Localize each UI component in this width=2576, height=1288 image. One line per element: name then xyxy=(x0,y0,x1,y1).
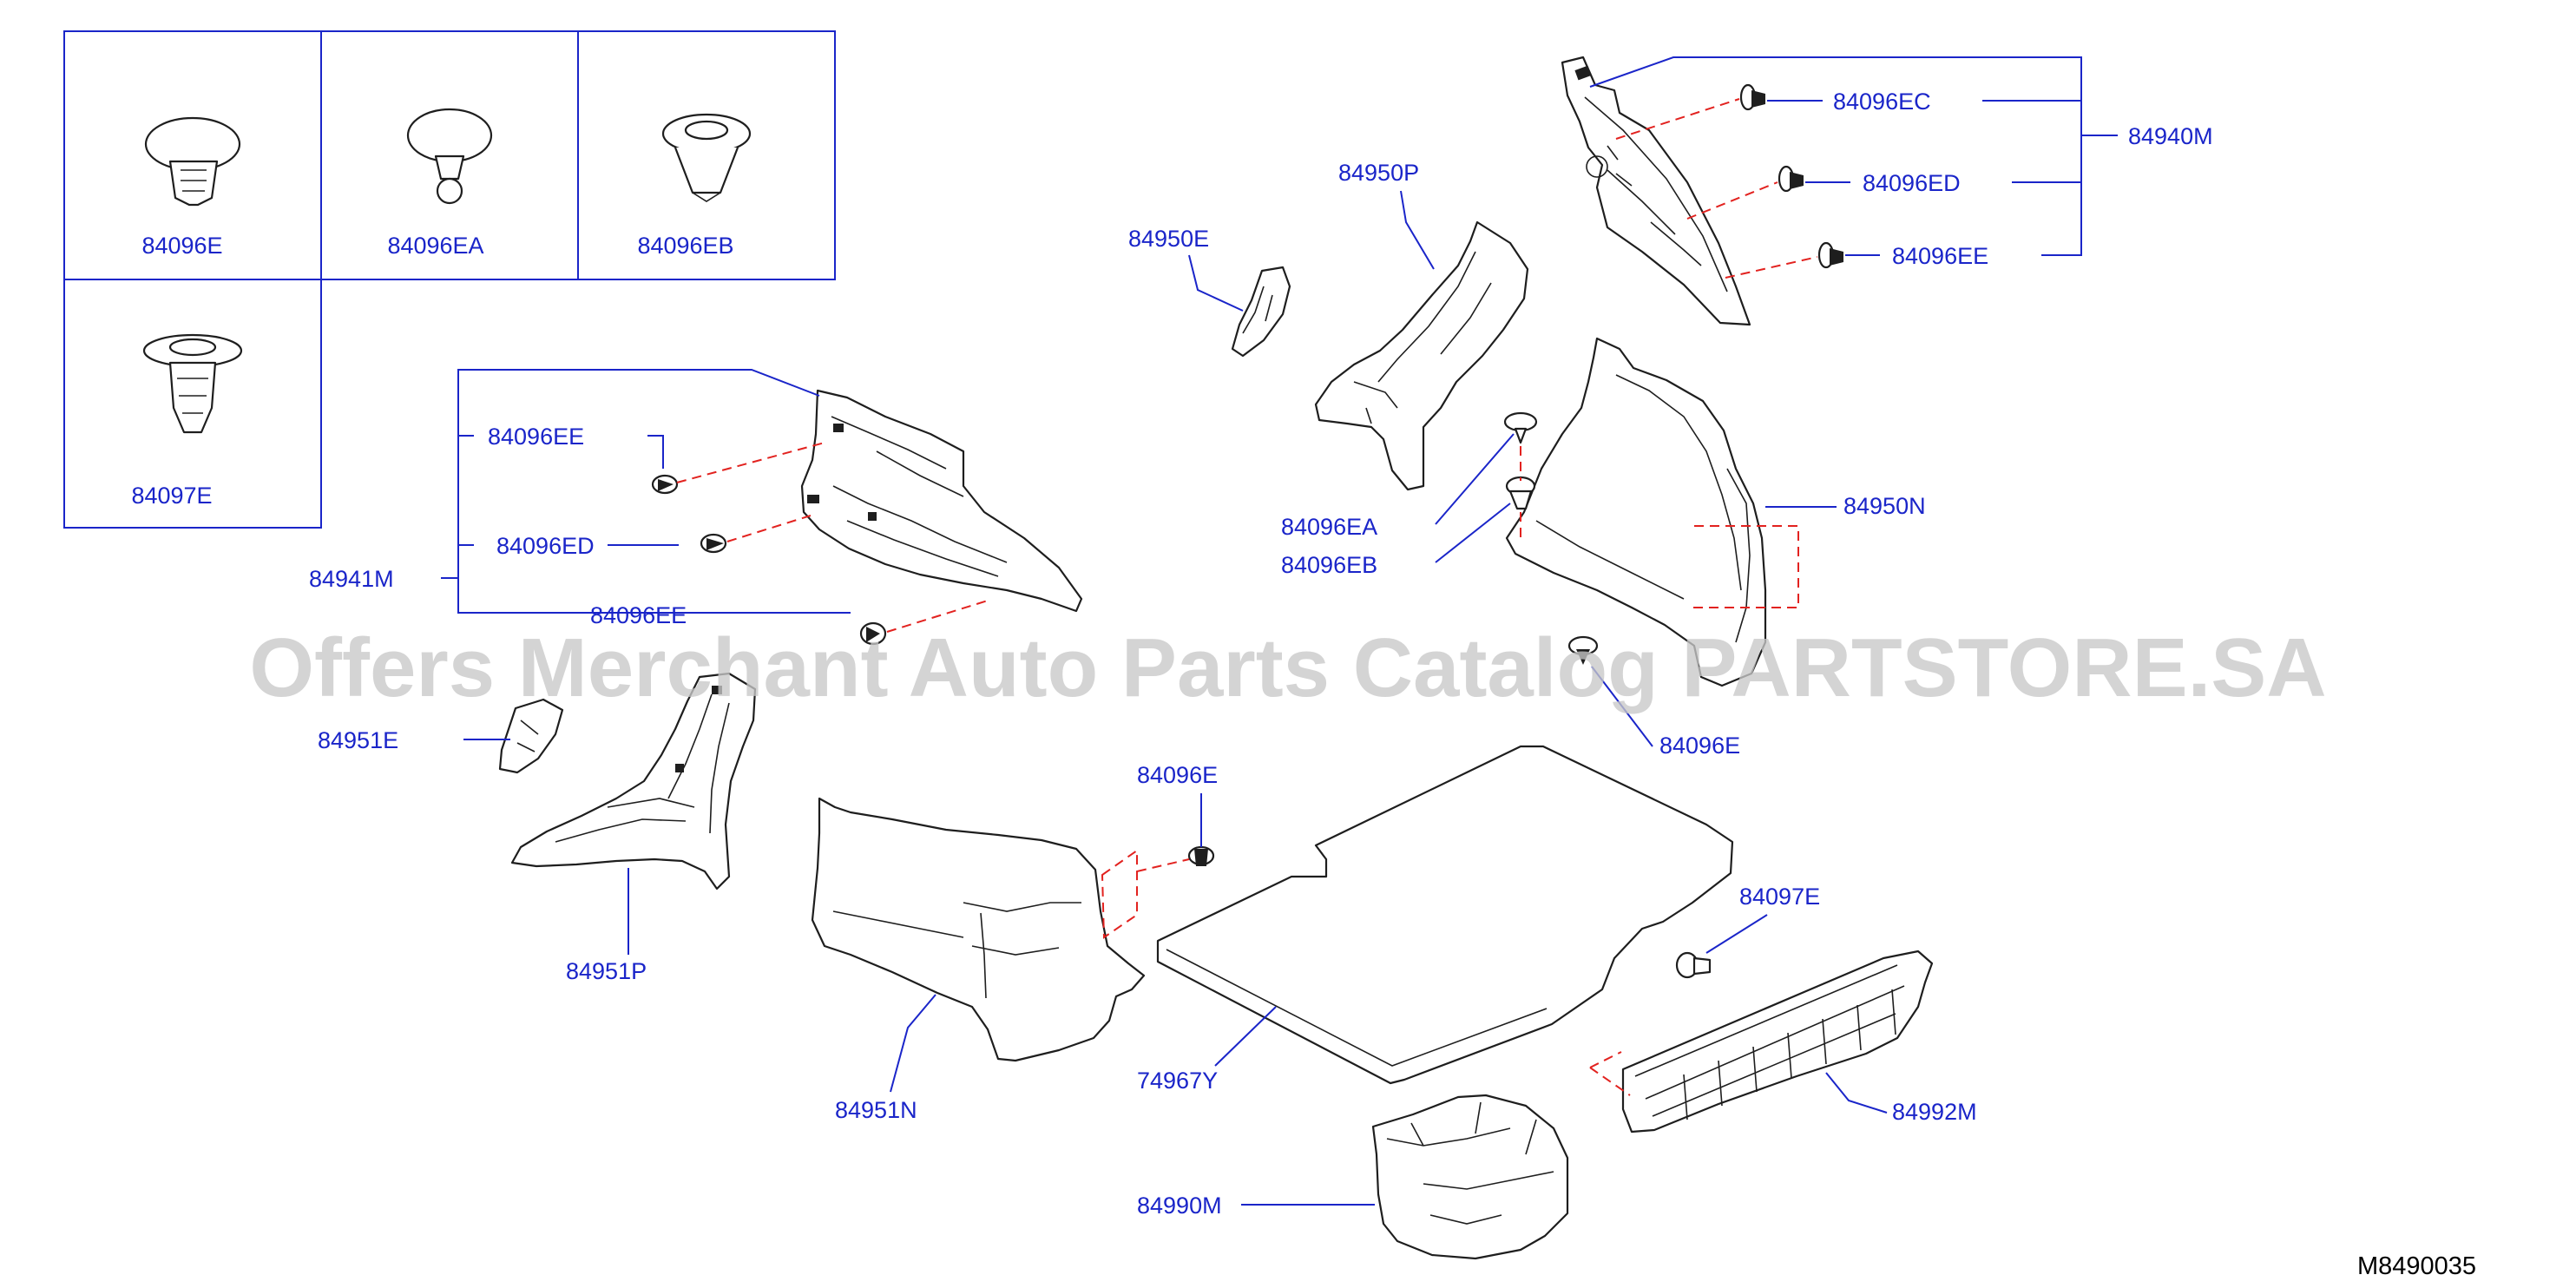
label-84096ED-right: 84096ED xyxy=(1863,170,1961,196)
clip-label-84096EA: 84096EA xyxy=(387,233,483,259)
label-84990M: 84990M xyxy=(1137,1193,1222,1219)
clip-84097E-bottom[interactable] xyxy=(1675,951,1712,979)
label-84096EE-left-bottom: 84096EE xyxy=(590,602,687,628)
label-84096ED-left: 84096ED xyxy=(496,533,595,559)
label-84951N: 84951N xyxy=(835,1097,917,1123)
clip-84096E-right[interactable] xyxy=(1567,635,1599,665)
legend-box-top-row xyxy=(63,30,836,280)
trim-84951P-panel[interactable] xyxy=(510,672,757,890)
trim-84950E-piece[interactable] xyxy=(1231,266,1291,358)
clip-84096EE-right[interactable] xyxy=(1817,241,1843,269)
label-84951E: 84951E xyxy=(318,727,398,753)
trunk-mat-74967Y: 74967Y xyxy=(1137,745,1734,1094)
label-84096E-right: 84096E xyxy=(1659,733,1740,759)
label-74967Y: 74967Y xyxy=(1137,1068,1218,1094)
clip-84097E-icon[interactable] xyxy=(142,333,243,434)
trim-84940M-assembly: 84096EC 84096ED 84096EE 84940M xyxy=(1561,56,2213,326)
sill-84992M-assembly: 84992M 84097E xyxy=(1589,884,1977,1134)
clip-84096EA-icon[interactable] xyxy=(406,108,493,205)
trim-84950P-assembly: 84950P 84950E xyxy=(1128,160,1529,491)
diagram-reference-code: M8490035 xyxy=(2357,1252,2476,1280)
label-84096EE-right: 84096EE xyxy=(1892,243,1988,269)
label-84950P: 84950P xyxy=(1338,160,1419,186)
trim-84951N-panel[interactable] xyxy=(811,797,1146,1062)
label-84950E: 84950E xyxy=(1128,226,1209,252)
clip-84096EB-center[interactable] xyxy=(1505,476,1536,510)
legend-box-bottom-cell xyxy=(63,279,322,529)
clip-84096EA-center[interactable] xyxy=(1503,411,1538,444)
trim-84951P-assembly: 84951E 84951P xyxy=(318,672,757,984)
label-84950N: 84950N xyxy=(1843,493,1926,519)
trim-84941M-panel[interactable] xyxy=(800,389,1083,613)
trim-84951N-assembly: 84951N 84096E xyxy=(811,762,1218,1123)
clip-84096ED-left[interactable] xyxy=(700,533,727,554)
trim-84940M-panel[interactable] xyxy=(1561,56,1751,326)
label-84941M: 84941M xyxy=(309,566,394,592)
label-84096EC-right: 84096EC xyxy=(1833,89,1931,115)
watermark-text: Offers Merchant Auto Parts Catalog PARTS… xyxy=(249,621,2326,714)
trim-84950N-assembly: 84950N 84096EA 84096EB 84096E xyxy=(1281,337,1926,759)
label-84097E-bottom: 84097E xyxy=(1739,884,1820,910)
clip-label-84096E: 84096E xyxy=(141,233,222,259)
clip-legend-box: 84096E 84096EA 84096EB 84097E xyxy=(63,30,836,529)
label-84096EE-left-top: 84096EE xyxy=(488,424,584,450)
clip-84096EE-left-top[interactable] xyxy=(651,474,679,495)
clip-label-84097E: 84097E xyxy=(131,483,212,509)
tray-84990M-assembly: 84990M xyxy=(1137,1094,1569,1260)
trim-84941M-assembly: 84096EE 84096ED 84941M 84096EE xyxy=(309,369,1083,646)
clip-84096E-icon[interactable] xyxy=(144,116,241,207)
label-84992M: 84992M xyxy=(1892,1099,1977,1125)
label-84951P: 84951P xyxy=(566,958,647,984)
label-84096EA-center: 84096EA xyxy=(1281,514,1377,540)
label-84096E-center: 84096E xyxy=(1137,762,1218,788)
clip-84096EE-left-bottom[interactable] xyxy=(859,621,887,646)
label-84096EB-center: 84096EB xyxy=(1281,552,1377,578)
clip-84096E-center[interactable] xyxy=(1187,845,1215,866)
label-84940M: 84940M xyxy=(2128,123,2213,149)
clip-84096ED-right[interactable] xyxy=(1778,165,1804,193)
trim-84950P-panel[interactable] xyxy=(1314,220,1529,491)
trim-84950N-panel[interactable] xyxy=(1505,337,1767,687)
tray-84990M-part[interactable] xyxy=(1371,1094,1569,1260)
clip-84096EB-icon[interactable] xyxy=(661,113,752,202)
clip-84096EC-right[interactable] xyxy=(1739,83,1765,111)
trunk-mat-74967Y-panel[interactable] xyxy=(1156,745,1734,1085)
clip-label-84096EB: 84096EB xyxy=(637,233,733,259)
